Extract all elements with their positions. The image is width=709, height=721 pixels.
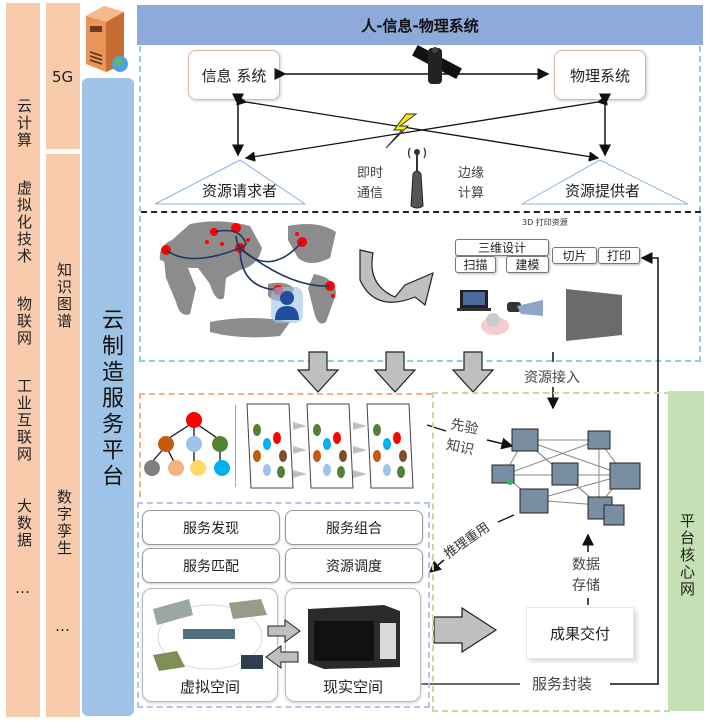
lightning-icon [385,113,418,149]
data-storage-line1: 数据 [572,557,600,573]
kg-divider [235,405,236,487]
satellite-icon [412,44,462,84]
label-knowledge-graph: 知识图谱 [55,262,73,330]
service-encapsulation-label: 服务封装 [528,673,597,694]
edge-compute-line1: 边缘 [458,166,485,181]
label-ellipsis: … [55,617,70,635]
label-digital-twin: 数字孪生 [55,489,73,557]
3d-scanning-image [457,290,543,335]
virtual-space-card: 虚拟空间 [142,588,278,702]
resource-requester-label: 资源请求者 [202,182,278,200]
service-matching-button[interactable]: 服务匹配 [142,548,280,583]
antenna-tower-icon [408,147,426,209]
right-arrow-delivery [433,606,498,654]
user-avatar-icon [271,287,303,323]
instant-comm-line1: 即时 [357,166,384,181]
step-slice: 切片 [552,247,597,264]
server-globe-icon [86,6,128,72]
virtual-factory-image [153,599,267,671]
real-space-card: 现实空间 [285,588,421,702]
result-delivery-box: 成果交付 [526,607,634,659]
cps-header: 人-信息-物理系统 [137,5,703,45]
tech-cloud-computing: 云计算 [15,98,33,149]
requester-triangle [154,159,307,205]
knowledge-tree-icon [144,412,230,476]
info-system-box: 信息 系统 [188,50,280,100]
tech-iot: 物联网 [15,296,33,347]
5g-column: 5G [46,3,80,149]
technology-column: 云计算 虚拟化技术 物联网 工业互联网 大数据 … [6,3,40,717]
phys-requester-arrow [244,95,608,162]
provider-triangle [520,159,689,205]
data-storage-label: 数据 存储 [572,555,600,597]
down-arrow-1 [296,351,340,393]
platform-core-network: 平台核心网 [668,391,704,711]
down-arrow-3 [451,351,495,393]
tech-ellipsis: … [15,579,30,597]
virtual-space-label: 虚拟空间 [179,678,240,696]
tech-industrial-internet: 工业互联网 [15,378,33,463]
step-print: 打印 [598,247,640,264]
service-section [137,502,430,708]
resource-provider-label: 资源提供者 [565,182,641,200]
service-discovery-button[interactable]: 服务发现 [142,510,280,545]
instant-comm-label: 即时 通信 [357,164,383,203]
curved-arrow-icon [359,249,434,307]
server-network-mesh [491,428,641,526]
resource-scheduling-button[interactable]: 资源调度 [285,548,423,583]
section-divider [141,211,701,213]
real-space-label: 现实空间 [322,678,383,696]
cps-section [139,46,701,362]
service-composition-button[interactable]: 服务组合 [285,510,423,545]
3d-printer-image [566,289,622,341]
edge-compute-label: 边缘 计算 [458,164,484,203]
resource-access-label: 资源接入 [522,367,582,387]
tech-big-data: 大数据 [15,498,33,549]
knowledge-evolution-frames [246,403,414,489]
step-3d-design: 三维设计 [455,239,549,256]
step-model: 建模 [506,256,549,273]
real-printer-image [308,605,400,669]
data-storage-line2: 存储 [572,578,600,594]
world-map [159,221,336,338]
physical-system-box: 物理系统 [554,50,646,100]
cloud-manufacturing-platform: 云制造服务平台 [82,78,134,716]
tech-virtualization: 虚拟化技术 [15,180,33,265]
edge-compute-line2: 计算 [458,185,485,201]
core-network-label: 平台核心网 [678,513,696,598]
3d-print-title: 3D 打印资源 [522,218,568,227]
knowledge-column: 知识图谱 数字孪生 … [46,154,80,717]
knowledge-graph-section [139,393,432,497]
down-arrow-2 [373,351,417,393]
platform-title: 云制造服务平台 [98,308,123,490]
label-5g: 5G [52,68,74,86]
instant-comm-line2: 通信 [357,185,384,201]
step-scan: 扫描 [455,256,496,273]
